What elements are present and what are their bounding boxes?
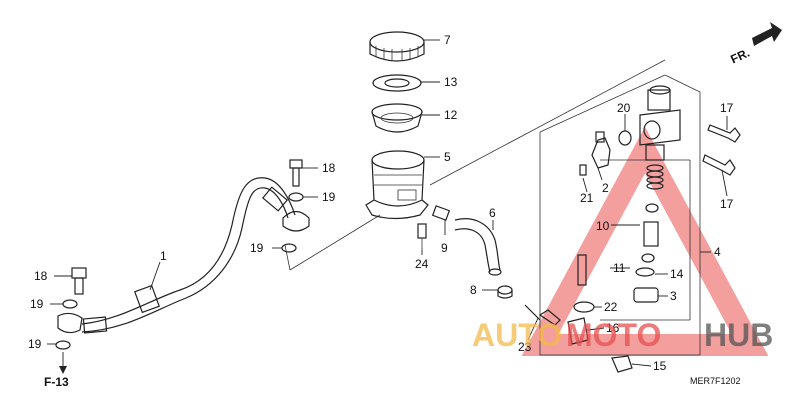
push-rod xyxy=(524,304,633,373)
bolt-upper xyxy=(281,159,310,253)
front-direction-arrow: FR. xyxy=(728,22,782,66)
reservoir-cap xyxy=(369,31,425,62)
label-10: 10 xyxy=(596,219,610,233)
label-21: 21 xyxy=(580,191,594,205)
label-14: 14 xyxy=(670,267,684,281)
label-20: 20 xyxy=(617,101,631,115)
label-12: 12 xyxy=(444,108,458,122)
label-13: 13 xyxy=(444,75,458,89)
hose-clip xyxy=(497,285,513,299)
ref-f13: F-13 xyxy=(44,375,69,389)
label-3: 3 xyxy=(670,289,677,303)
label-1: 1 xyxy=(160,249,167,263)
label-17-lower: 17 xyxy=(720,197,734,211)
label-19-upper: 19 xyxy=(322,190,336,204)
label-5: 5 xyxy=(444,150,451,164)
label-18-upper: 18 xyxy=(322,161,336,175)
watermark-moto: MOTO xyxy=(566,317,661,353)
front-marker: FR. xyxy=(728,46,751,67)
label-4: 4 xyxy=(714,245,721,259)
label-22: 22 xyxy=(604,300,618,314)
mounting-bolts xyxy=(702,124,741,176)
reservoir-diaphragm xyxy=(371,103,423,133)
label-9: 9 xyxy=(441,241,448,255)
brake-hose xyxy=(81,177,296,334)
label-6: 6 xyxy=(489,206,496,220)
part-labels: 7 13 12 5 18 19 19 1 18 19 19 F-13 9 24 … xyxy=(28,33,741,389)
assembly-frame xyxy=(284,59,701,356)
watermark-triangle xyxy=(521,126,769,356)
hose-clamp xyxy=(417,205,451,250)
label-15: 15 xyxy=(653,359,667,373)
reservoir-tank xyxy=(365,150,429,220)
label-19-lower: 19 xyxy=(30,297,44,311)
master-cylinder-body xyxy=(639,85,681,161)
label-23: 23 xyxy=(518,340,532,354)
piston-kit xyxy=(573,164,664,313)
reservoir-hose xyxy=(454,218,502,276)
label-8: 8 xyxy=(470,283,477,297)
watermark-auto: AUTO xyxy=(472,317,562,353)
label-19-mid: 19 xyxy=(250,241,264,255)
leader-lines xyxy=(47,39,728,367)
label-24: 24 xyxy=(415,257,429,271)
label-17-upper: 17 xyxy=(720,101,734,115)
label-2: 2 xyxy=(602,181,609,195)
label-11: 11 xyxy=(613,261,626,275)
diagram-code: MER7F1202 xyxy=(690,376,741,386)
label-18-lower: 18 xyxy=(34,269,48,283)
label-7: 7 xyxy=(444,33,451,47)
reservoir-plate xyxy=(372,74,422,92)
label-16: 16 xyxy=(606,321,620,335)
watermark-hub: HUB xyxy=(704,317,773,353)
bolt-lower xyxy=(55,267,87,374)
label-19-bottom: 19 xyxy=(28,337,42,351)
watermark-text: AUTO MOTO HUB xyxy=(472,317,773,353)
